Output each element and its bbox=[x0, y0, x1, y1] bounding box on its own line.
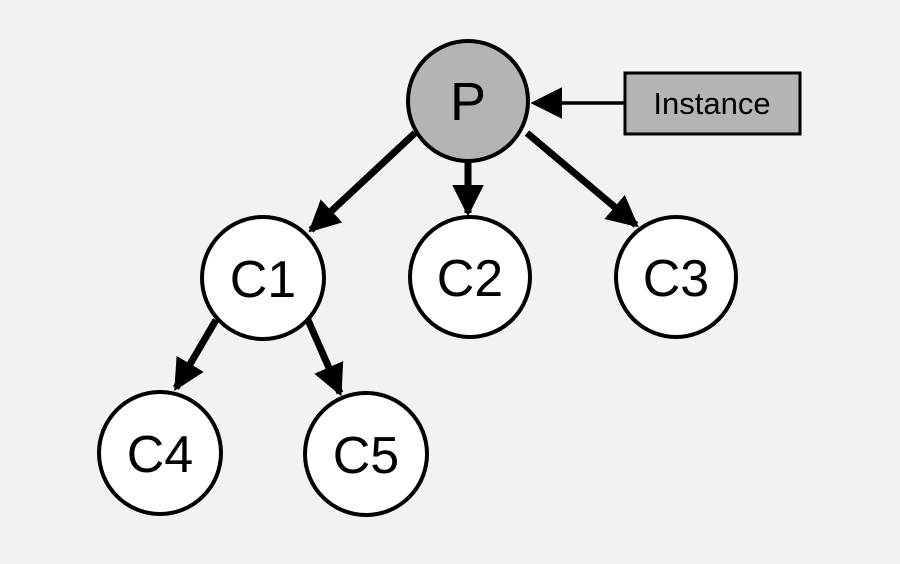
node-c2-label: C2 bbox=[437, 250, 503, 308]
node-p: P bbox=[406, 39, 530, 163]
node-c5: C5 bbox=[303, 391, 429, 517]
edge-p-c1 bbox=[308, 130, 418, 233]
node-c5-label: C5 bbox=[333, 427, 399, 485]
node-c2: C2 bbox=[408, 215, 532, 339]
node-c1-circle bbox=[200, 215, 326, 341]
instance-box: Instance bbox=[623, 71, 802, 136]
node-p-circle bbox=[406, 39, 530, 163]
edge-c1-c5 bbox=[304, 318, 344, 397]
node-c1-label: C1 bbox=[230, 251, 296, 309]
node-c3-label: C3 bbox=[643, 250, 709, 308]
instance-label: Instance bbox=[653, 86, 770, 121]
node-c1: C1 bbox=[200, 215, 326, 341]
node-c3-circle bbox=[614, 215, 738, 339]
edge-c1-c4 bbox=[172, 318, 220, 392]
node-c5-circle bbox=[303, 391, 429, 517]
node-c3: C3 bbox=[614, 215, 738, 339]
node-c4-label: C4 bbox=[127, 426, 193, 484]
node-c2-circle bbox=[408, 215, 532, 339]
node-c4: C4 bbox=[97, 390, 223, 516]
node-c4-circle bbox=[97, 390, 223, 516]
node-p-label: P bbox=[450, 72, 486, 132]
instance-box-rect bbox=[623, 71, 802, 136]
edge-p-c3 bbox=[524, 130, 639, 228]
